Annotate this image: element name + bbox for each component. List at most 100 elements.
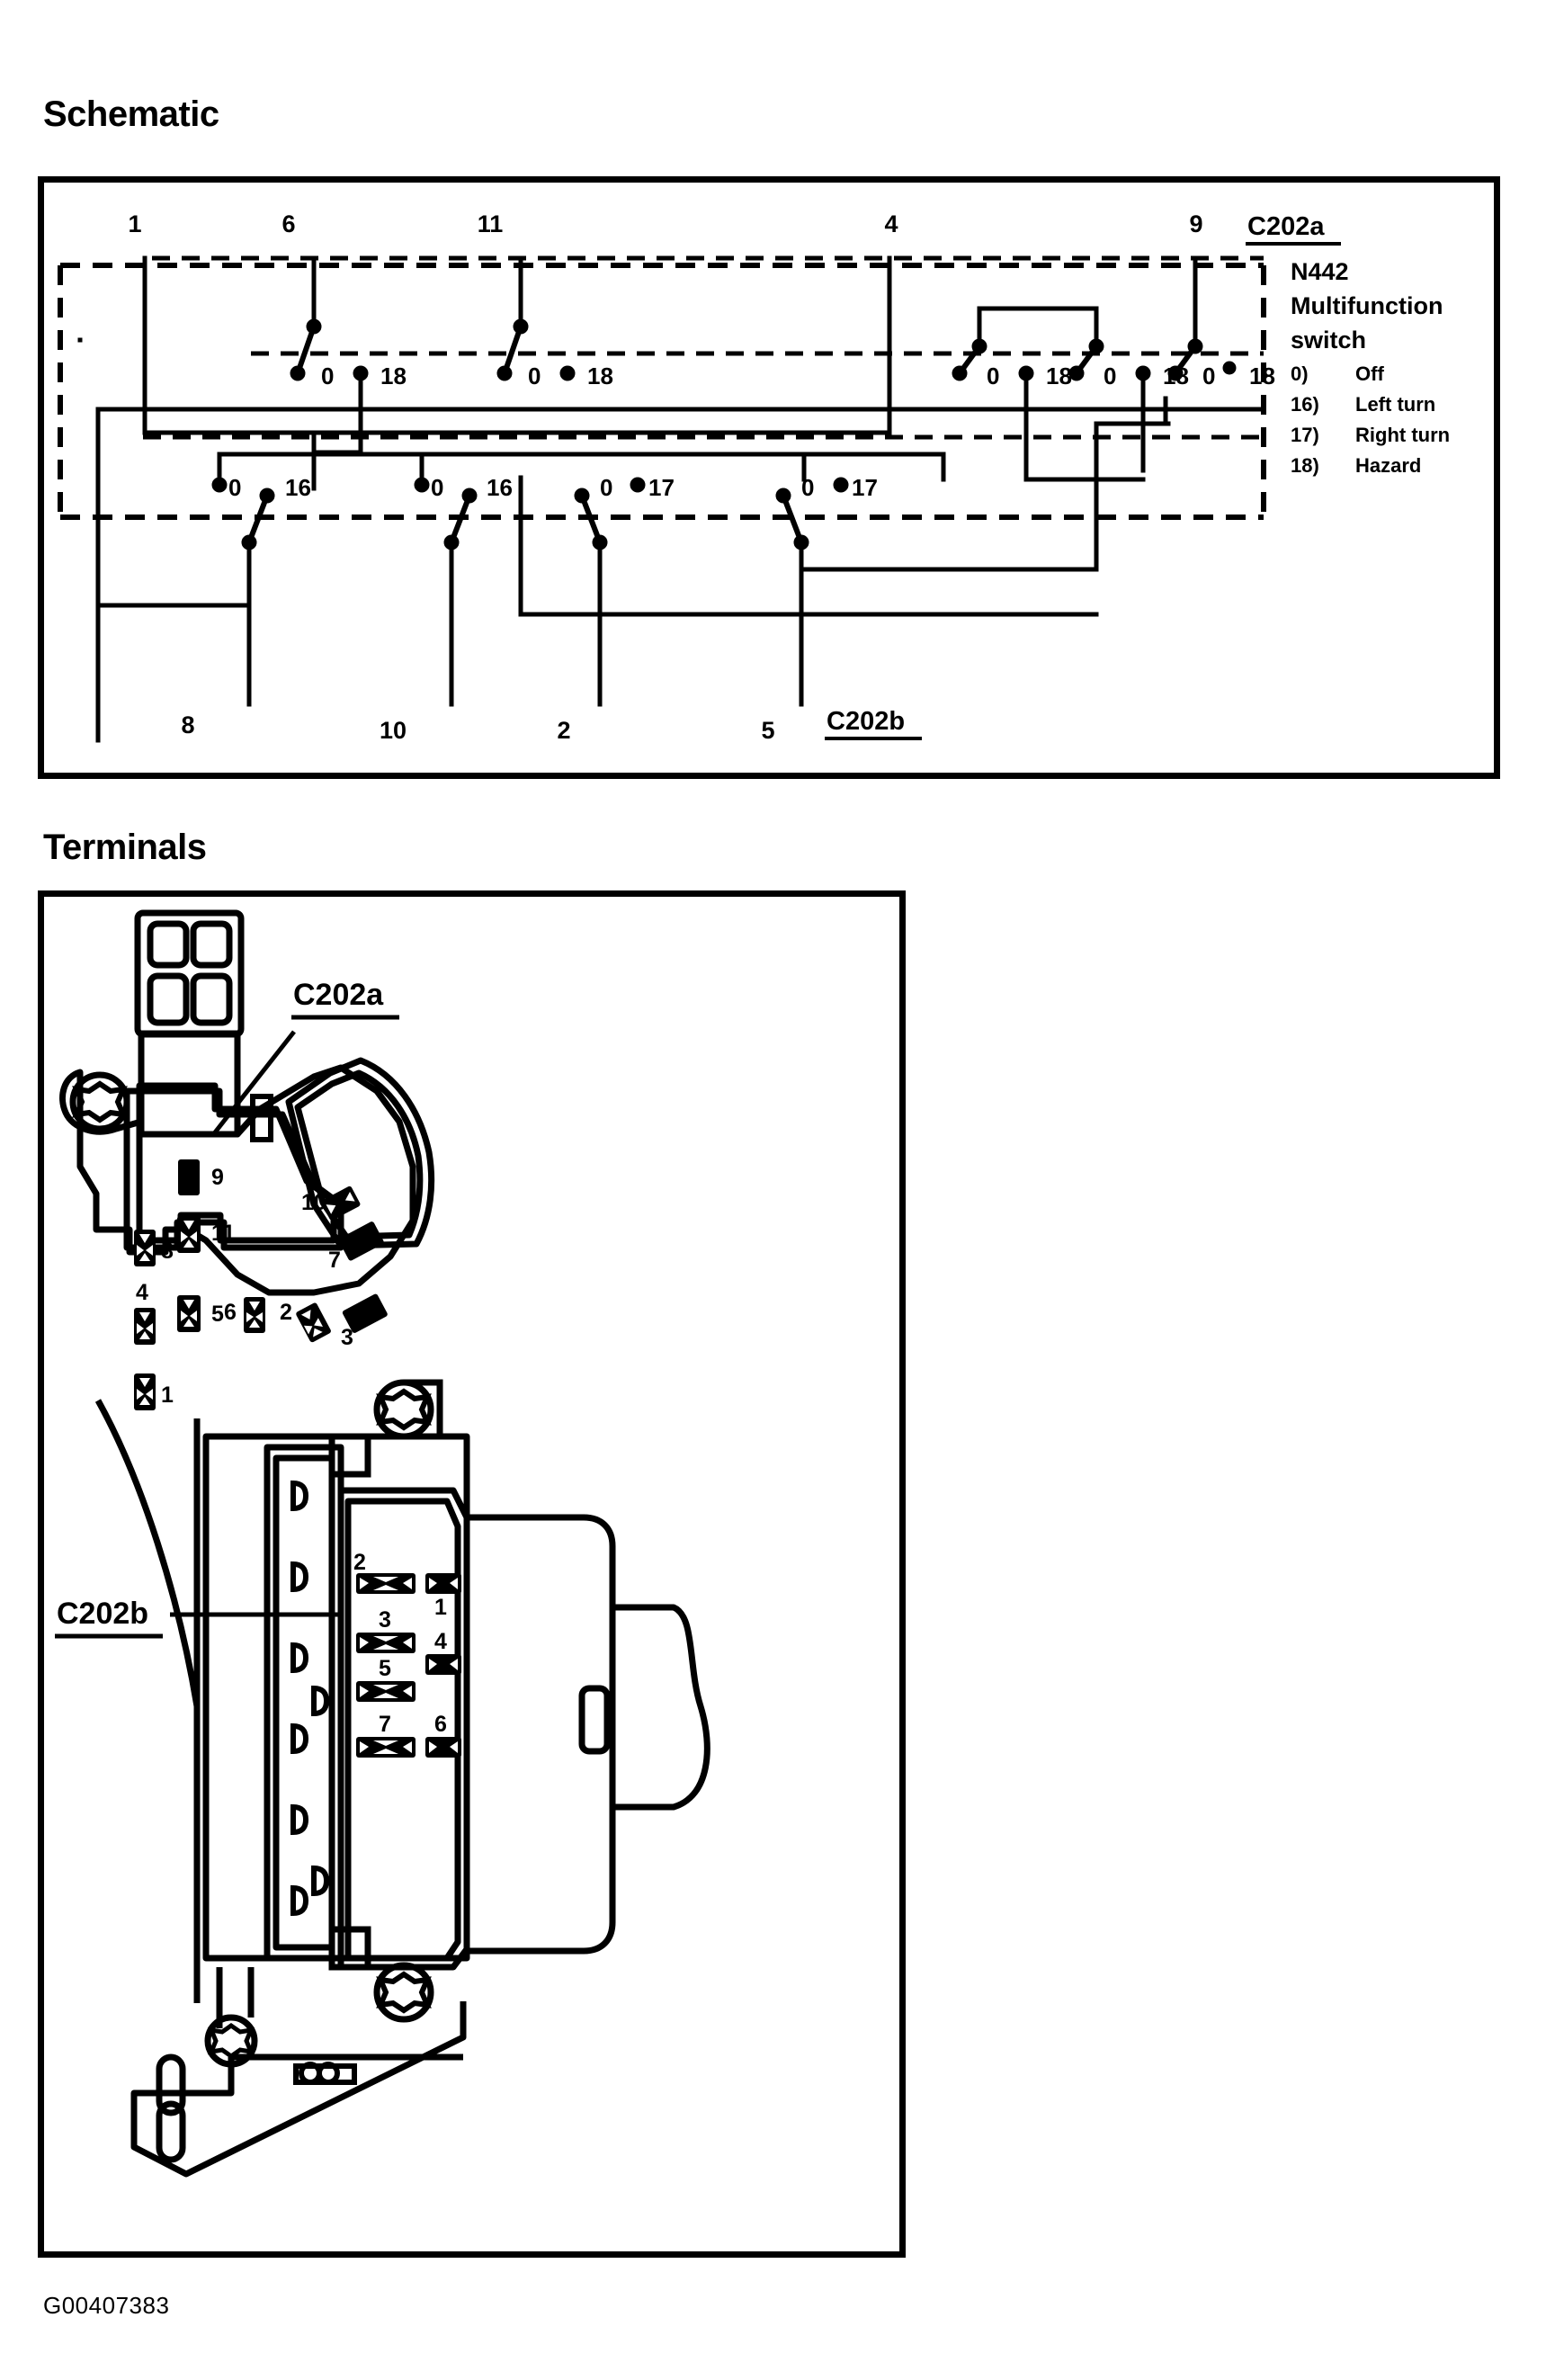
component-legend: N442 Multifunction switch 0) Off 16) Lef… bbox=[1291, 258, 1450, 477]
schematic-pin-label-4: 4 bbox=[884, 210, 898, 237]
c202a-pin-number-7: 7 bbox=[328, 1248, 341, 1273]
switch-pin10-pos-right: 16 bbox=[487, 474, 513, 501]
c202b-terminal-cavities bbox=[356, 1573, 461, 1758]
cavity-11 bbox=[177, 1216, 201, 1253]
legend-label-18: Hazard bbox=[1355, 454, 1421, 477]
terminals-connector-a-label: C202a bbox=[293, 978, 384, 1012]
terminals-connector-b-label: C202b bbox=[57, 1597, 148, 1631]
cavity-10 bbox=[321, 1186, 361, 1221]
schematic-heading: Schematic bbox=[43, 94, 219, 134]
c202b-cavity-4 bbox=[425, 1654, 461, 1675]
c202b-cavity-1 bbox=[425, 1573, 461, 1594]
switch-pin5-pos-right: 17 bbox=[852, 474, 878, 501]
cavity-7 bbox=[338, 1221, 384, 1261]
c202a-pin-number-8: 8 bbox=[161, 1239, 174, 1264]
connector-key-notch bbox=[250, 1094, 273, 1142]
switch-pin9-pos-right: 18 bbox=[1249, 362, 1275, 389]
switch-pin2-pos-right: 17 bbox=[648, 474, 675, 501]
switch-pin11-pos-right: 18 bbox=[587, 362, 613, 389]
cover-latch-window bbox=[578, 1685, 611, 1755]
socket-7 bbox=[311, 1865, 330, 1897]
cable-boot bbox=[612, 1604, 710, 1811]
schematic-drawing: 0 18 0 18 0 18 bbox=[58, 210, 1450, 744]
lower-wiring bbox=[95, 475, 1099, 693]
torx-screw-mid-right bbox=[373, 1379, 434, 1440]
figure-reference-code: G00407383 bbox=[43, 2292, 170, 2319]
switch-pin10 bbox=[414, 477, 478, 550]
c202a-callout: C202a bbox=[213, 978, 399, 1134]
cavity-6 bbox=[244, 1297, 265, 1333]
socket-8 bbox=[311, 1685, 330, 1717]
connector-outer-cover bbox=[463, 1514, 616, 1955]
torx-screw-lower-right bbox=[373, 1962, 434, 2023]
torx-screw-upper-left bbox=[69, 1071, 130, 1132]
cavity-4 bbox=[134, 1308, 156, 1345]
c202a-pin-number-4: 4 bbox=[136, 1280, 148, 1305]
schematic-connector-a-label: C202a bbox=[1247, 212, 1325, 241]
schematic-pin-label-2: 2 bbox=[557, 717, 570, 744]
terminals-panel: 9 11 8 4 5 1 10 7 6 2 3 C202a bbox=[38, 890, 906, 2258]
legend-code-18: 18) bbox=[1291, 454, 1319, 477]
switch-pin10-pos-left: 0 bbox=[431, 474, 443, 501]
legend-code-16: 16) bbox=[1291, 393, 1319, 416]
c202a-pin-number-1: 1 bbox=[161, 1382, 174, 1408]
switch-pin9 bbox=[1167, 338, 1237, 381]
switch-pin8-pos-right: 16 bbox=[285, 474, 311, 501]
terminals-drawing: 9 11 8 4 5 1 10 7 6 2 3 C202a bbox=[55, 909, 710, 2178]
legend-label-0: Off bbox=[1355, 362, 1384, 385]
cavity-8 bbox=[134, 1230, 156, 1266]
c202a-pin-number-10: 10 bbox=[301, 1190, 326, 1215]
switch-mid-a-pos-right: 18 bbox=[1046, 362, 1072, 389]
component-name-line2: switch bbox=[1291, 327, 1366, 353]
switch-stalk bbox=[216, 1967, 255, 2028]
pin-field-sector bbox=[285, 1057, 435, 1249]
schematic-pin-label-11: 11 bbox=[478, 210, 504, 237]
c202a-pin-number-5: 5 bbox=[211, 1302, 224, 1327]
c202a-pin-number-6: 6 bbox=[224, 1300, 237, 1325]
lower-connector-frame bbox=[264, 1444, 344, 1962]
schematic-pin-label-6: 6 bbox=[281, 210, 295, 237]
mounting-bracket bbox=[130, 2001, 467, 2178]
switch-pin8 bbox=[211, 477, 275, 550]
switch-mid-a bbox=[952, 338, 1034, 381]
c202a-terminal-cavities bbox=[134, 1159, 388, 1410]
c202b-callout: C202b bbox=[55, 1597, 341, 1639]
legend-label-16: Left turn bbox=[1355, 393, 1435, 416]
component-name-line1: Multifunction bbox=[1291, 292, 1443, 319]
schematic-pin-label-5: 5 bbox=[761, 717, 774, 744]
cavity-9 bbox=[178, 1159, 200, 1195]
switch-pin11-pos-left: 0 bbox=[528, 362, 541, 389]
cavity-1 bbox=[134, 1373, 156, 1410]
component-code: N442 bbox=[1291, 258, 1349, 285]
switch-mid-b bbox=[1068, 338, 1151, 381]
bracket-detent-detail bbox=[293, 2062, 357, 2085]
switch-pin6 bbox=[290, 318, 369, 381]
legend-code-17: 17) bbox=[1291, 424, 1319, 446]
schematic-pin-label-10: 10 bbox=[380, 717, 407, 744]
switch-pin6-pos-right: 18 bbox=[380, 362, 407, 389]
socket-1 bbox=[290, 1480, 309, 1512]
c202a-pin-number-9: 9 bbox=[211, 1165, 224, 1190]
switch-pin8-pos-left: 0 bbox=[228, 474, 241, 501]
switch-pin11 bbox=[496, 318, 576, 381]
legend-code-0: 0) bbox=[1291, 362, 1309, 385]
c202a-pin-number-2: 2 bbox=[280, 1300, 292, 1325]
schematic-pin-label-1: 1 bbox=[128, 210, 141, 237]
c202a-leader-line bbox=[213, 1030, 296, 1134]
c202b-pin-number-7: 7 bbox=[379, 1712, 391, 1737]
schematic-connector-a-label-group: C202a bbox=[1246, 212, 1341, 246]
socket-4 bbox=[290, 1722, 309, 1755]
c202b-pin-number-5: 5 bbox=[379, 1656, 391, 1681]
switch-mid-b-pos-left: 0 bbox=[1104, 362, 1116, 389]
terminals-heading: Terminals bbox=[43, 828, 207, 867]
c202a-pin-number-11: 11 bbox=[211, 1221, 236, 1246]
c202b-cavity-5 bbox=[356, 1681, 416, 1702]
c202b-pin-number-6: 6 bbox=[434, 1712, 447, 1737]
schematic-pin-label-9: 9 bbox=[1189, 210, 1202, 237]
c202b-pin-number-3: 3 bbox=[379, 1607, 391, 1633]
upper-wiring bbox=[142, 255, 1198, 572]
c202b-cavity-3 bbox=[356, 1633, 416, 1653]
c202b-cavity-7 bbox=[356, 1737, 416, 1758]
schematic-connector-b-label: C202b bbox=[827, 707, 905, 736]
